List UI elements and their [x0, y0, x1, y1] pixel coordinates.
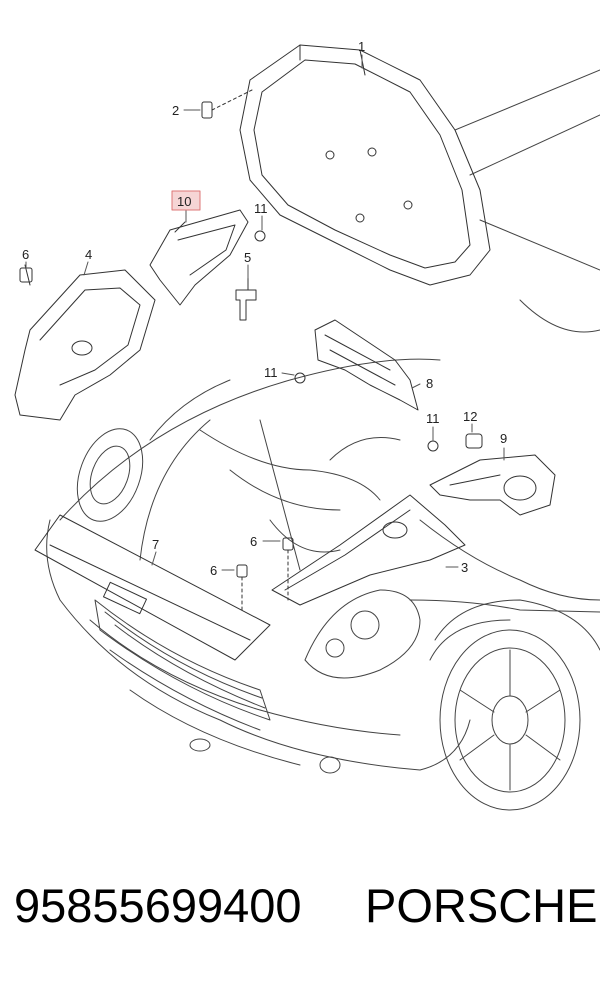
callout-6-middle: 6: [250, 534, 257, 549]
brand-name: PORSCHE: [365, 879, 598, 932]
callout-5: 5: [244, 250, 251, 265]
callout-4: 4: [85, 247, 92, 262]
part-9-right-bracket: [429, 454, 556, 516]
callout-7: 7: [152, 537, 159, 552]
part-12-plug: [465, 433, 483, 449]
callout-2: 2: [172, 103, 179, 118]
part-10-side-trim: [149, 209, 249, 306]
callout-6-left: 6: [22, 247, 29, 262]
callout-6-lower: 6: [210, 563, 217, 578]
callout-11-upper: 11: [254, 201, 268, 216]
leader-lines: [25, 54, 505, 571]
part-2-clip: [201, 89, 253, 119]
callout-11-right: 11: [426, 411, 440, 426]
callout-12: 12: [463, 409, 477, 424]
part-5-bracket: [235, 277, 257, 321]
part-11-grommets: [254, 230, 439, 452]
callout-3: 3: [461, 560, 468, 575]
part-7-radiator-cover: [34, 514, 271, 661]
callout-10: 10: [177, 194, 191, 209]
callout-11-middle: 11: [264, 365, 278, 380]
part-1-hood-insulation: [239, 44, 491, 286]
part-4-left-panel: [14, 264, 156, 421]
part-number: 95855699400: [14, 879, 302, 932]
part-8-bay-bracket: [314, 319, 419, 411]
callout-9: 9: [500, 431, 507, 446]
exploded-parts-diagram: 1 2 10 11 6 4 5 11 8 11 12 9 7 6 3 6: [14, 39, 600, 811]
part-6-clips: [236, 537, 294, 613]
callout-labels: 1 2 10 11 6 4 5 11 8 11 12 9 7 6 3 6: [22, 39, 507, 578]
part-10-highlight: [171, 190, 201, 211]
part-3-center-panel: [271, 494, 466, 606]
footer: 95855699400 PORSCHE: [0, 878, 600, 958]
callout-8: 8: [426, 376, 433, 391]
car-front-outline: [46, 69, 600, 811]
callout-1: 1: [358, 39, 365, 54]
